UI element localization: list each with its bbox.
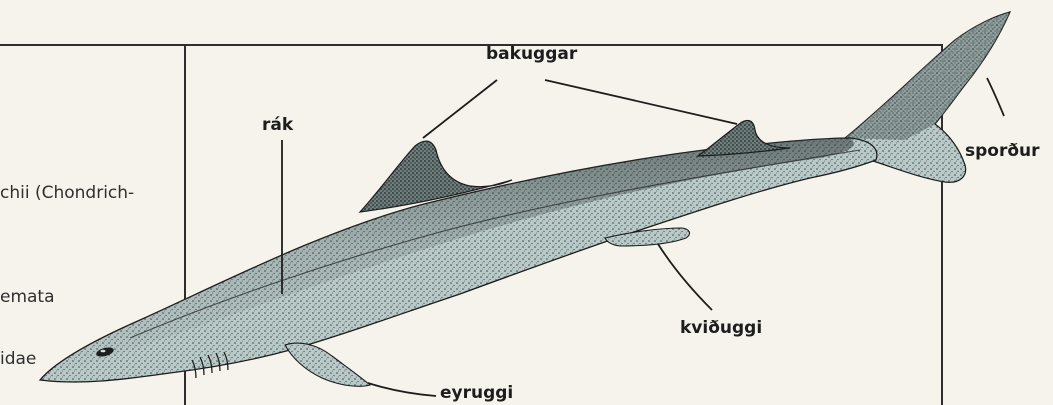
- label-kviduggi: kviðuggi: [680, 318, 762, 338]
- label-bakuggar: bakuggar: [486, 44, 577, 64]
- leader-spordur: [987, 78, 1004, 116]
- leader-eyruggi: [368, 383, 436, 396]
- pectoral-fin: [285, 343, 370, 386]
- leader-bakuggar-2: [545, 80, 737, 124]
- label-eyruggi: eyruggi: [440, 383, 513, 403]
- shark-body: [40, 138, 877, 382]
- leader-kviduggi: [658, 244, 712, 310]
- label-rak: rák: [262, 115, 293, 135]
- label-spordur: sporður: [965, 141, 1040, 161]
- leader-bakuggar-1: [423, 80, 497, 138]
